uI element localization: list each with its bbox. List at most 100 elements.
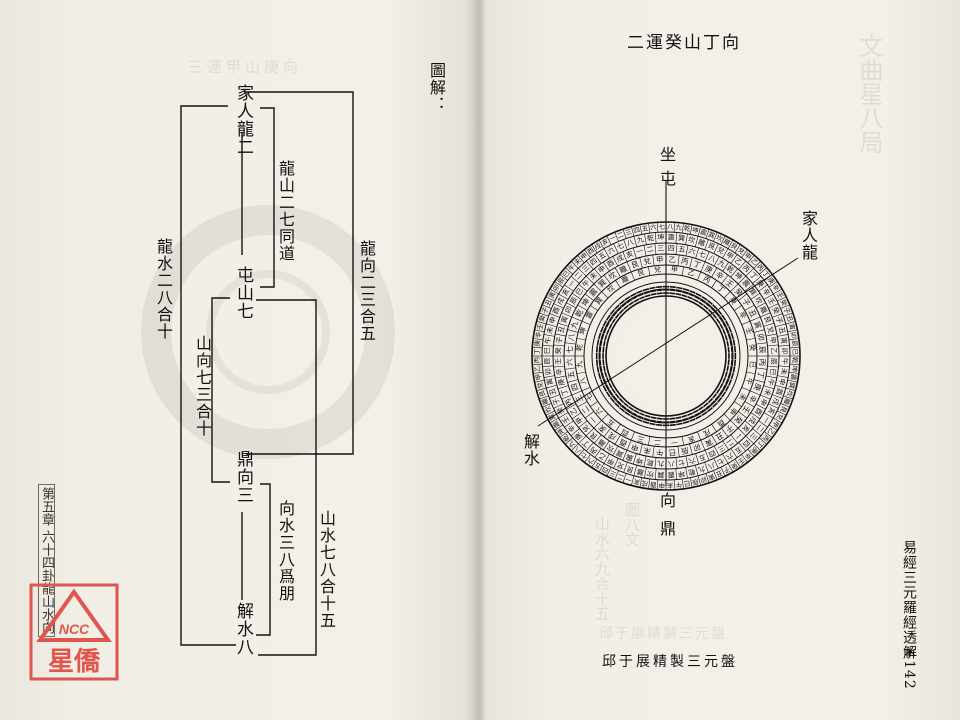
compass-divider [557,385,569,390]
compass-divider [564,420,574,428]
compass-glyph: 乙 [733,257,743,268]
label-jiaren-long: 家人龍二 [233,84,253,156]
compass-divider [656,479,659,490]
compass-divider [758,420,768,428]
compass-glyph: 四 [707,448,717,458]
compass-glyph: 巽 [597,277,609,289]
compass-divider [549,394,560,399]
trigram-mark [618,308,625,315]
compass-divider [677,254,680,266]
compass-glyph: 巽 [707,230,716,240]
compass-glyph: 丁 [755,439,766,450]
compass-glyph: 乾 [646,233,654,243]
trigram-mark [722,377,726,384]
compass-divider [639,443,643,455]
compass-divider [614,232,619,242]
compass-glyph: 坎 [542,404,553,414]
compass-glyph: 辰 [790,340,799,348]
compass-divider [639,224,643,235]
compass-divider [532,363,543,366]
compass-glyph: 震 [625,452,634,462]
compass-glyph: 六 [688,456,697,466]
page-number: ＊142 [901,645,917,690]
compass-glyph: 午 [744,377,755,386]
compass-divider [613,458,619,469]
compass-divider [783,312,793,317]
compass-glyph: 丑 [714,469,724,479]
compass-glyph: 二 [755,423,766,433]
trigram-mark [595,346,599,353]
compass-divider [745,435,754,444]
compass-divider [594,268,602,278]
compass-glyph: 巽 [594,296,605,306]
trigram-mark [726,365,730,372]
compass-glyph: 震 [588,286,600,298]
compass-divider [602,261,610,272]
trigram-mark [724,385,730,392]
compass-glyph: 一 [608,233,618,243]
compass-glyph: 坎 [753,295,764,306]
compass-divider [713,243,719,254]
trigram-mark [602,340,606,347]
compass-glyph: 五 [641,224,649,233]
trigram-mark [643,291,650,295]
trigram-mark [722,328,726,335]
compass-glyph: 丙 [741,263,752,274]
compass-glyph: 巳 [561,269,572,279]
compass-divider [722,453,729,464]
compass-glyph: 九 [569,320,580,330]
compass-glyph: 未 [779,367,789,375]
compass-divider [747,449,755,457]
compass-divider [633,236,638,247]
trigram-mark [637,415,644,419]
compass-divider [681,478,684,489]
compass-divider [539,395,549,400]
compass-glyph: 未 [572,256,583,267]
compass-divider [705,473,710,483]
trigram-mark [728,326,732,333]
compass-glyph: 酉 [753,406,763,416]
compass-divider [594,434,602,444]
compass-glyph: 申 [596,264,607,275]
compass-glyph: 庚 [703,263,715,276]
trigram-mark [612,311,618,317]
compass-glyph: 子 [551,397,561,407]
compass-glyph: 四 [668,244,675,252]
trigram-mark [604,371,608,378]
trigram-mark [638,296,645,300]
compass-glyph: 戌 [702,427,712,438]
bracket-longxiang [244,91,354,455]
bleed-through-col-b: 山水六九合十五 [593,516,611,621]
label-longxiang: 龍向二三合五 [357,240,376,342]
compass-glyph: 辰 [543,357,551,364]
compass-divider [685,233,688,245]
trigram-mark [730,372,735,380]
trigram-mark [649,286,656,290]
compass-divider [536,321,547,325]
compass-divider [559,274,568,281]
compass-glyph: 八 [626,238,635,248]
compass-divider [601,413,609,421]
compass-glyph: 乙 [687,268,696,278]
compass-divider [576,337,586,341]
trigram-mark [688,293,695,297]
trigram-mark [707,397,714,404]
compass-glyph: 辛 [533,330,543,338]
compass-divider [689,477,693,488]
compass-glyph: 坎 [785,389,796,398]
trigram-mark [630,292,637,298]
compass-glyph: 二 [616,230,625,240]
compass-divider [773,288,783,295]
compass-divider [785,321,796,325]
compass-divider [584,249,591,258]
trigram-mark [656,292,663,295]
compass-divider [612,256,619,267]
compass-divider [654,232,657,244]
label-zhunshan: 屯山七 [233,266,253,320]
compass-divider [697,431,702,441]
compass-divider [603,274,611,284]
compass-divider [648,478,651,489]
compass-glyph: 寅 [779,336,789,344]
trigram-mark [624,295,631,301]
compass-divider [591,458,598,468]
